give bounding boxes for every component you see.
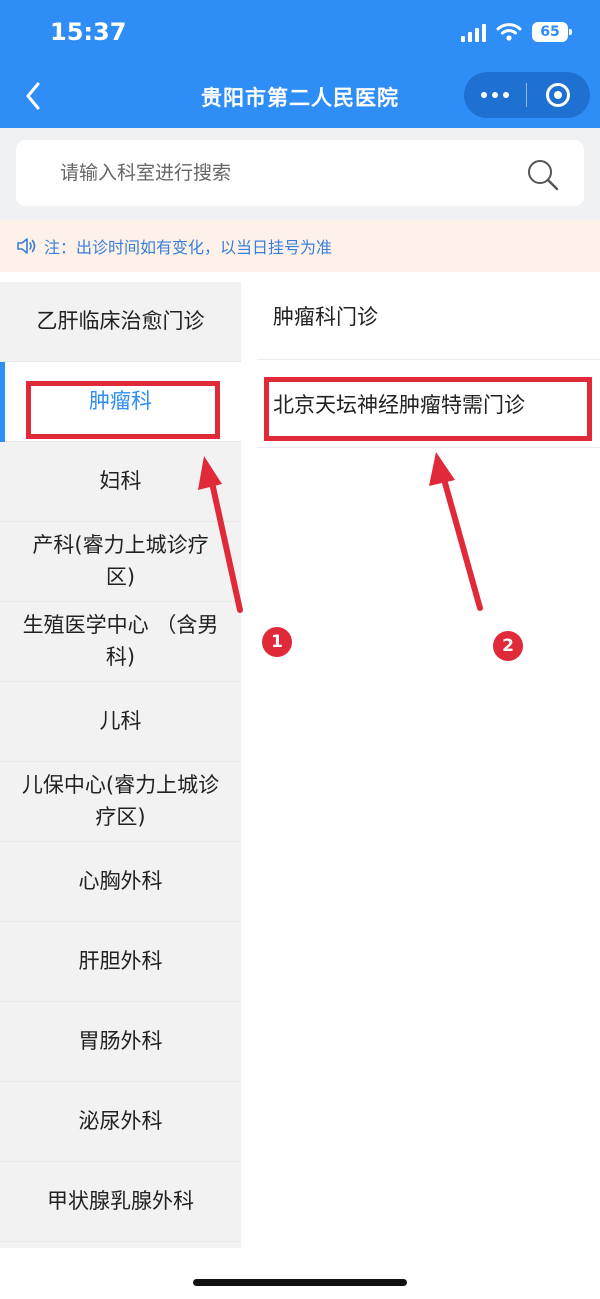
capsule-divider: [526, 83, 527, 107]
speaker-icon: [17, 238, 36, 254]
page-title: 贵阳市第二人民医院: [201, 86, 399, 110]
sidebar-item-pediatrics[interactable]: 儿科: [0, 682, 241, 762]
search-input[interactable]: [60, 158, 490, 188]
wifi-icon: [496, 23, 522, 41]
sidebar-item-oncology[interactable]: 肿瘤科: [0, 362, 241, 442]
sidebar-item-gynecology[interactable]: 妇科: [0, 442, 241, 522]
clinic-item-beijing-tiantan[interactable]: 北京天坛神经肿瘤特需门诊: [257, 360, 600, 448]
status-icons: 65: [461, 20, 572, 44]
sidebar-item-thyroid-breast-surgery[interactable]: 甲状腺乳腺外科: [0, 1162, 241, 1242]
target-icon: [546, 83, 570, 107]
more-menu-button[interactable]: [464, 72, 526, 118]
dot-icon: [481, 92, 487, 98]
home-indicator[interactable]: [193, 1279, 407, 1286]
annotation-box-1: [26, 381, 220, 439]
signal-icon: [461, 22, 486, 42]
dot-icon: [492, 92, 498, 98]
sidebar-item-hepatobiliary-surgery[interactable]: 肝胆外科: [0, 922, 241, 1002]
status-time: 15:37: [50, 18, 127, 46]
close-mini-program-button[interactable]: [527, 72, 589, 118]
chevron-left-icon: [26, 82, 40, 110]
battery-icon: 65: [532, 22, 572, 42]
sidebar-item-cardiothoracic-surgery[interactable]: 心胸外科: [0, 842, 241, 922]
notice-bar: 注：出诊时间如有变化，以当日挂号为准: [0, 220, 600, 272]
search-bar: [0, 128, 600, 220]
search-box: [16, 140, 584, 206]
bottom-area: [0, 1248, 600, 1299]
sidebar-item-obstetrics[interactable]: 产科(睿力上城诊疗区): [0, 522, 241, 602]
notice-text: 注：出诊时间如有变化，以当日挂号为准: [44, 238, 333, 257]
annotation-box-2: [264, 377, 592, 441]
clinic-list: 肿瘤科门诊 北京天坛神经肿瘤特需门诊: [241, 272, 600, 1248]
department-sidebar: 乙肝临床治愈门诊 肿瘤科 妇科 产科(睿力上城诊疗区) 生殖医学中心 （含男科)…: [0, 282, 241, 1248]
mini-program-capsule: [464, 72, 590, 118]
clinic-item-oncology[interactable]: 肿瘤科门诊: [257, 272, 600, 360]
search-icon[interactable]: [526, 158, 560, 192]
sidebar-item-reproductive-center[interactable]: 生殖医学中心 （含男科): [0, 602, 241, 682]
sidebar-item-child-care[interactable]: 儿保中心(睿力上城诊疗区): [0, 762, 241, 842]
sidebar-item-gastrointestinal-surgery[interactable]: 胃肠外科: [0, 1002, 241, 1082]
sidebar-item-hepatitis-b[interactable]: 乙肝临床治愈门诊: [0, 282, 241, 362]
sidebar-item-urology[interactable]: 泌尿外科: [0, 1082, 241, 1162]
dot-icon: [503, 92, 509, 98]
back-button[interactable]: [18, 78, 48, 114]
annotation-badge-1: 1: [262, 627, 292, 657]
app-header: 15:37 65 贵阳市第二人民医院: [0, 0, 600, 128]
annotation-badge-2: 2: [493, 631, 523, 661]
